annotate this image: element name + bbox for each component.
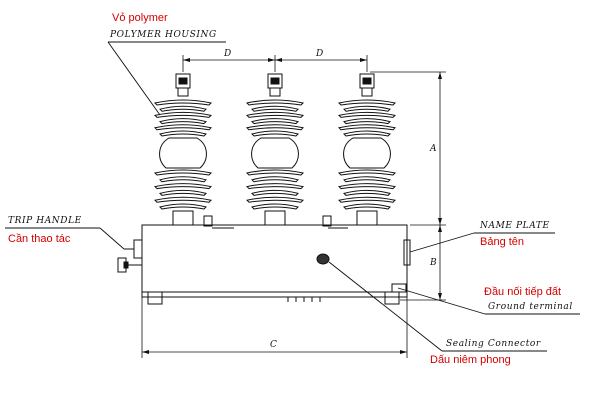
ground-terminal-label-en: Ground terminal	[488, 302, 573, 312]
dimension-b: B	[430, 258, 437, 268]
trip-handle-label-vn: Cần thao tác	[8, 233, 71, 245]
sealing-connector-label-en: Sealing Connector	[446, 339, 541, 349]
bushings	[153, 73, 397, 226]
leader-lines	[5, 41, 580, 352]
trip-handle-label-en: TRIP HANDLE	[8, 216, 82, 226]
dimension-d-left: D	[224, 49, 232, 59]
dimension-lines	[141, 55, 446, 358]
trip-handle	[117, 239, 143, 273]
bushing-1	[153, 73, 213, 226]
dimension-d-right: D	[316, 49, 324, 59]
dimension-c: C	[270, 340, 277, 350]
tank-body	[141, 215, 411, 305]
sealing-connector-label-vn: Dấu niêm phong	[430, 354, 511, 366]
dimension-arrows	[142, 58, 442, 354]
name-plate-label-vn: Bảng tên	[480, 236, 525, 248]
polymer-housing-label-vn: Vỏ polymer	[112, 12, 168, 24]
bushing-2	[245, 73, 305, 226]
ground-terminal-label-vn: Đầu nối tiếp đất	[484, 286, 562, 298]
sealing-connector-mark	[316, 253, 330, 265]
polymer-housing-label-en: POLYMER HOUSING	[110, 30, 217, 40]
name-plate-label-en: NAME PLATE	[480, 221, 550, 231]
dimension-a: A	[430, 144, 437, 154]
bushing-3	[337, 73, 397, 226]
